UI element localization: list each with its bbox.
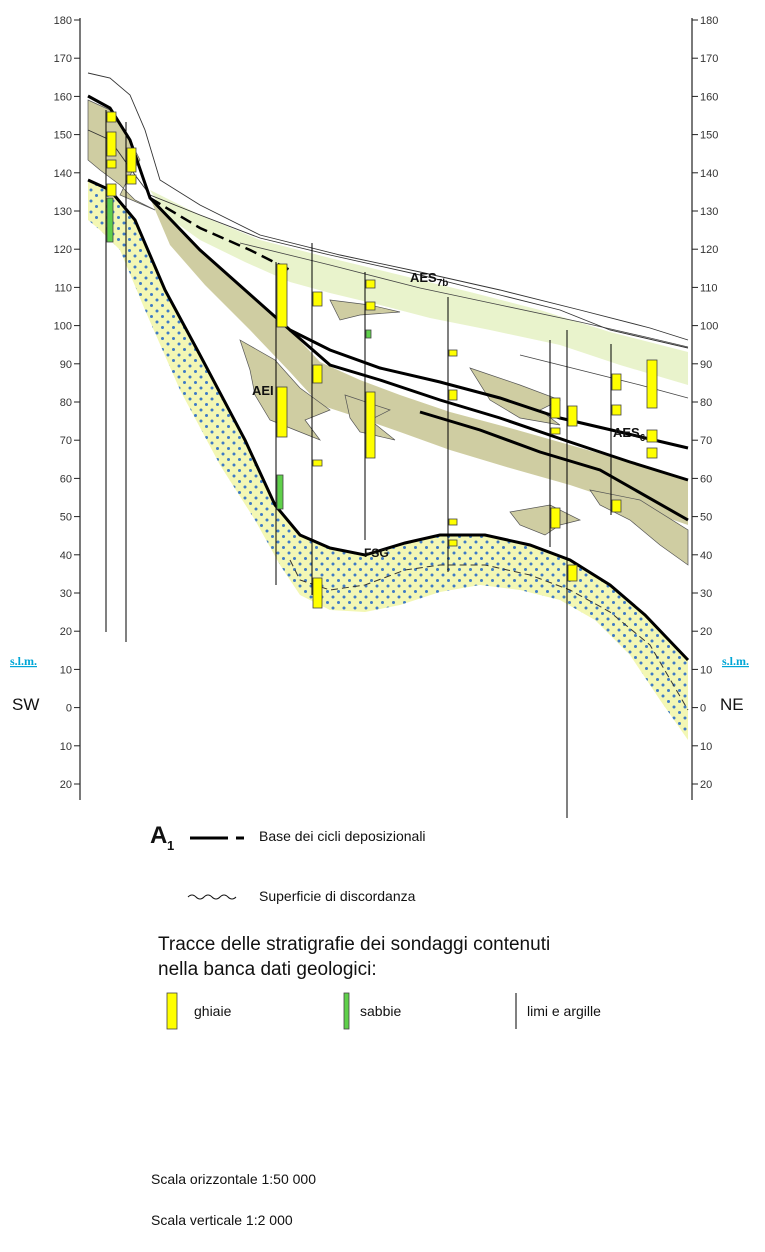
axis-tick-label-right: 90 bbox=[700, 359, 712, 371]
axis-tick-label-left: 10 bbox=[60, 664, 72, 676]
axis-tick-label-right: 20 bbox=[700, 779, 712, 791]
legend-discordance-symbol bbox=[187, 894, 237, 900]
axis-tick-label-left: 120 bbox=[54, 244, 72, 256]
axis-tick-label-left: 170 bbox=[54, 53, 72, 65]
axis-tick-label-left: 160 bbox=[54, 91, 72, 103]
legend-gravel-swatch bbox=[166, 992, 178, 1030]
base-line-aes6 bbox=[419, 410, 689, 522]
axis-tick-label-right: 80 bbox=[700, 397, 712, 409]
axis-tick-label-left: 10 bbox=[60, 741, 72, 753]
olive-intercalation bbox=[469, 367, 561, 426]
axis-tick-label-right: 20 bbox=[700, 626, 712, 638]
legend-sand-label: sabbie bbox=[360, 1003, 402, 1019]
scale-horizontal: Scala orizzontale 1:50 000 bbox=[151, 1171, 316, 1187]
axis-tick-label-right: 10 bbox=[700, 664, 712, 676]
axis-tick-label-right: 120 bbox=[700, 244, 718, 256]
axis-tick-label-right: 100 bbox=[700, 321, 718, 333]
legend-clay-label: limi e argille bbox=[527, 1003, 601, 1019]
base-line-fsg bbox=[87, 178, 690, 662]
axis-tick-label-right: 160 bbox=[700, 91, 718, 103]
axis-tick-label-left: 140 bbox=[54, 168, 72, 180]
axis-tick-label-right: 0 bbox=[700, 703, 706, 715]
legend-gravel-label: ghiaie bbox=[194, 1003, 232, 1019]
axis-tick-label-right: 10 bbox=[700, 741, 712, 753]
orientation-label-sw: SW bbox=[12, 695, 39, 714]
svg-text:1: 1 bbox=[167, 838, 174, 853]
axis-tick-label-right: 30 bbox=[700, 588, 712, 600]
legend-sand-swatch bbox=[343, 992, 350, 1030]
scale-vertical: Scala verticale 1:2 000 bbox=[151, 1212, 293, 1228]
unit-label-aei: AEI bbox=[252, 383, 274, 398]
base-line-dashed bbox=[149, 196, 291, 272]
borehole-traces bbox=[105, 110, 658, 818]
axis-tick-label-right: 170 bbox=[700, 53, 718, 65]
axis-tick-label-left: 30 bbox=[60, 588, 72, 600]
axis-tick-label-right: 60 bbox=[700, 473, 712, 485]
right-elevation-axis: 1801701601501401301201101009080706050403… bbox=[691, 15, 718, 800]
axis-tick-label-left: 20 bbox=[60, 779, 72, 791]
legend-base-symbol: A 1 bbox=[150, 822, 244, 853]
axis-tick-label-left: 20 bbox=[60, 626, 72, 638]
legend-base-label: Base dei cicli deposizionali bbox=[259, 828, 426, 844]
unit-label-aes7b: AES7b bbox=[410, 270, 448, 289]
axis-tick-label-left: 150 bbox=[54, 130, 72, 142]
axis-tick-label-left: 40 bbox=[60, 550, 72, 562]
svg-text:A: A bbox=[150, 822, 167, 849]
unit-label-fsg: FSG bbox=[364, 546, 389, 560]
left-elevation-axis: 1801701601501401301201101009080706050403… bbox=[54, 15, 81, 800]
axis-tick-label-left: 130 bbox=[54, 206, 72, 218]
legend-title: Tracce delle stratigrafie dei sondaggi c… bbox=[158, 932, 550, 982]
aes6-unit-body bbox=[150, 198, 688, 525]
discordance-fsg-base bbox=[289, 559, 689, 711]
axis-tick-label-right: 70 bbox=[700, 435, 712, 447]
axis-tick-label-left: 80 bbox=[60, 397, 72, 409]
axis-tick-label-left: 100 bbox=[54, 321, 72, 333]
axis-tick-label-right: 40 bbox=[700, 550, 712, 562]
axis-tick-label-right: 180 bbox=[700, 15, 718, 27]
axis-tick-label-right: 110 bbox=[700, 282, 718, 294]
datum-label-right: s.l.m. bbox=[722, 654, 749, 668]
axis-tick-label-right: 130 bbox=[700, 206, 718, 218]
olive-intercalation bbox=[509, 504, 582, 536]
axis-tick-label-left: 70 bbox=[60, 435, 72, 447]
axis-tick-label-right: 140 bbox=[700, 168, 718, 180]
axis-tick-label-left: 50 bbox=[60, 512, 72, 524]
legend-title-line2: nella banca dati geologici: bbox=[158, 959, 377, 980]
axis-tick-label-left: 180 bbox=[54, 15, 72, 27]
axis-tick-label-left: 0 bbox=[66, 703, 72, 715]
legend-discordance-label: Superficie di discordanza bbox=[259, 888, 416, 904]
legend-title-line1: Tracce delle stratigrafie dei sondaggi c… bbox=[158, 934, 551, 955]
axis-tick-label-right: 50 bbox=[700, 512, 712, 524]
axis-tick-label-left: 60 bbox=[60, 473, 72, 485]
datum-label-left: s.l.m. bbox=[10, 654, 37, 668]
unit-label-aes6: AES6 bbox=[613, 425, 646, 444]
axis-tick-label-right: 150 bbox=[700, 130, 718, 142]
topographic-surface bbox=[87, 72, 689, 341]
orientation-label-ne: NE bbox=[720, 695, 744, 714]
base-line-middle bbox=[289, 328, 689, 482]
axis-tick-label-left: 110 bbox=[54, 282, 72, 294]
axis-tick-label-left: 90 bbox=[60, 359, 72, 371]
